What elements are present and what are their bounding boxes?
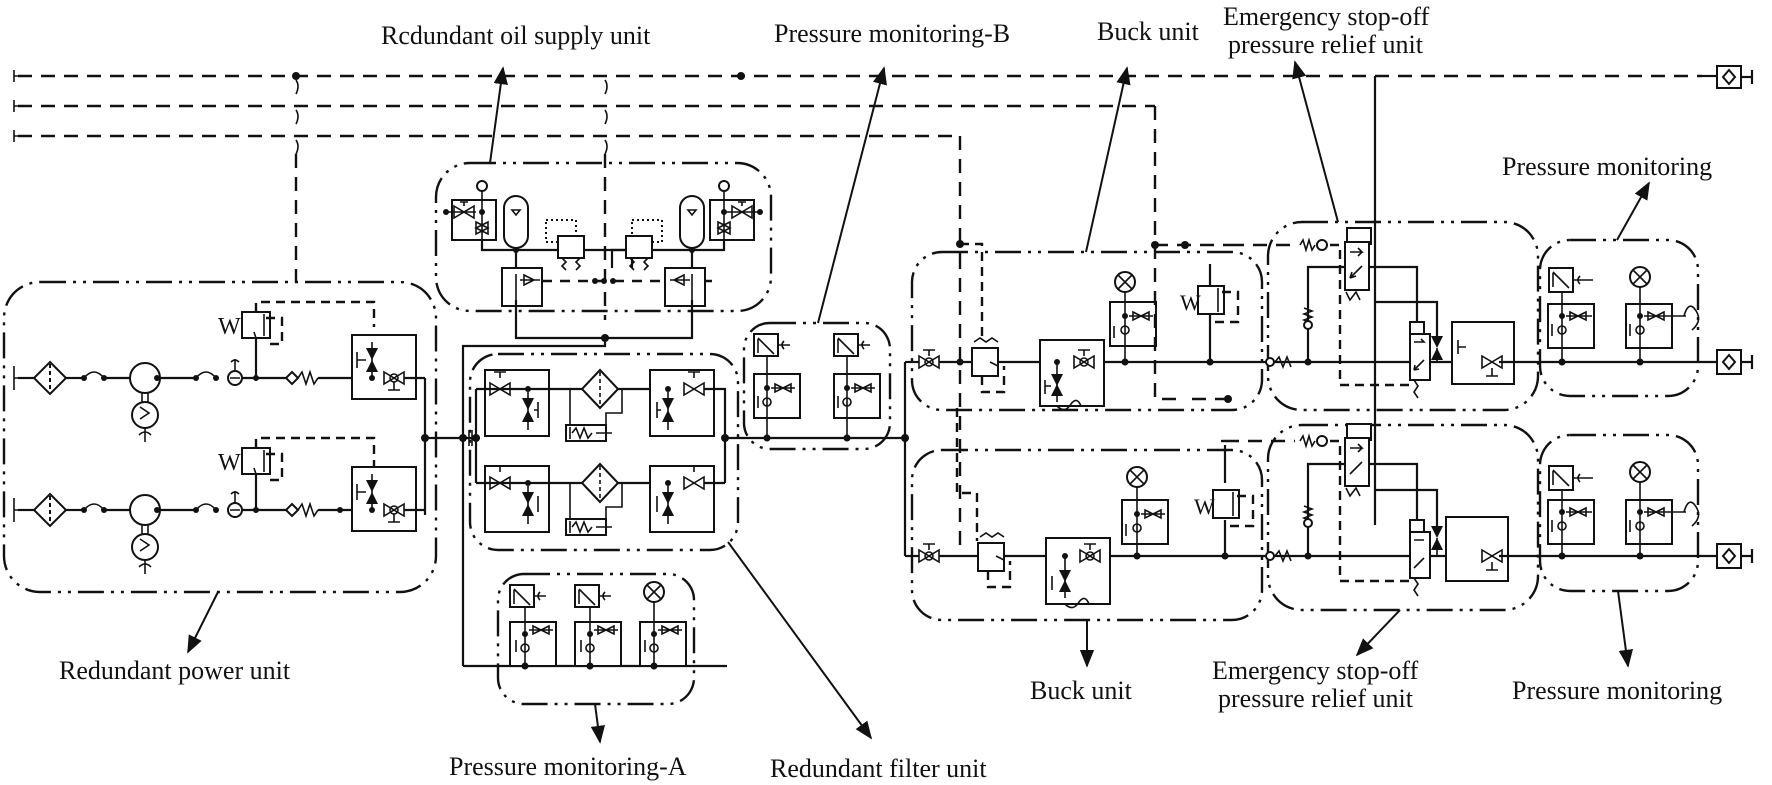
line-end-cap-1: [13, 70, 18, 82]
reducing-valve-icon: [557, 235, 585, 259]
gauge-icon: [476, 180, 488, 192]
check-valve-icon: [1316, 239, 1328, 251]
unit-boundary: [742, 321, 892, 451]
label-emergency-bottom-line2: pressure relief unit: [1218, 684, 1414, 713]
accumulator-icon: [503, 195, 529, 249]
valve-block: [351, 466, 417, 532]
top-return-lines: [13, 65, 1754, 525]
line-end-cap-3: [13, 130, 18, 142]
label-pressure-monitoring-bottom: Pressure monitoring: [1512, 676, 1722, 705]
unit-labels: Rcdundant oil supply unit Pressure monit…: [59, 2, 1722, 783]
relief-valve-w-mark: W: [218, 450, 241, 476]
reducing-valve-icon: [971, 347, 999, 377]
pressure-monitoring-b: [742, 321, 909, 556]
arrow-power-unit: [187, 591, 219, 654]
pressure-switch-2: [574, 584, 622, 670]
hose-icon: [1683, 305, 1700, 331]
arrow-oil-supply: [489, 66, 508, 164]
filter-icon: [1716, 543, 1754, 569]
arrow-pressure-monitoring-b: [817, 66, 887, 324]
label-redundant-power-unit: Redundant power unit: [59, 656, 291, 685]
label-pressure-monitoring-top: Pressure monitoring: [1502, 152, 1712, 181]
relief-valve-icon: [1212, 489, 1240, 519]
reducing-valve-icon: [977, 542, 1005, 572]
relief-valve-icon: [1197, 285, 1225, 315]
redundant-oil-supply-unit: [434, 161, 773, 666]
emergency-stop-off-unit-bottom: [1225, 354, 1540, 612]
unit-boundary: [910, 250, 1264, 412]
gauge-icon: [718, 180, 730, 192]
arrow-buck-top: [1085, 66, 1131, 253]
pressure-monitoring-top: [1499, 238, 1754, 398]
pressure-monitoring-a: [463, 572, 727, 706]
accumulator-icon: [679, 195, 705, 249]
unit-boundary: [434, 161, 773, 313]
unit-boundary: [468, 352, 740, 552]
label-pressure-monitoring-a: Pressure monitoring-A: [449, 752, 687, 781]
leader-arrows: [187, 60, 1650, 744]
relief-valve-icon: [241, 447, 271, 475]
pressure-monitoring-bottom: [1499, 433, 1754, 593]
relief-valve-icon: [241, 311, 271, 339]
label-pressure-monitoring-b: Pressure monitoring-B: [774, 19, 1010, 48]
relief-valve-w-mark: W: [1194, 494, 1215, 519]
line-end-cap-2: [13, 100, 18, 112]
arrow-pressure-monitoring-bottom: [1617, 590, 1633, 668]
check-valve-icon: [1316, 435, 1328, 447]
filter-icon: [1716, 349, 1754, 375]
arrow-emergency-bottom: [1355, 609, 1401, 657]
pressure-switch-1: [509, 584, 557, 670]
buck-unit-top: W: [905, 240, 1499, 545]
filter-icon: [1702, 65, 1754, 89]
label-buck-unit-bottom: Buck unit: [1030, 676, 1133, 705]
label-emergency-bottom-line1: Emergency stop-off: [1212, 656, 1419, 685]
arrow-emergency-top: [1292, 60, 1339, 223]
unit-boundary: [1266, 220, 1540, 412]
buck-unit-bottom: W: [905, 408, 1499, 622]
label-buck-unit-top: Buck unit: [1097, 17, 1200, 46]
emergency-stop-off-unit-top: [1230, 220, 1540, 412]
arrow-pressure-monitoring-a: [590, 703, 606, 744]
redundant-filter-unit: [459, 352, 905, 552]
reducing-valve-icon: [625, 235, 653, 259]
arrow-pressure-monitoring-top: [1616, 181, 1650, 241]
pump-line-1: W: [13, 300, 427, 515]
relief-valve-w-mark: W: [218, 314, 241, 340]
label-emergency-top-line1: Emergency stop-off: [1223, 2, 1430, 31]
arrow-filter-unit: [727, 541, 873, 740]
label-emergency-top-line2: pressure relief unit: [1228, 30, 1424, 59]
label-redundant-oil-supply-unit: Rcdundant oil supply unit: [381, 21, 651, 50]
label-redundant-filter-unit: Redundant filter unit: [770, 754, 987, 783]
redundant-power-unit: W: [2, 280, 480, 594]
valve-block: [351, 334, 417, 400]
relief-valve-w-mark: W: [1180, 290, 1201, 315]
hose-icon: [1683, 501, 1700, 527]
pump-line-2: W: [13, 436, 425, 574]
pressure-gauge: [639, 581, 687, 670]
